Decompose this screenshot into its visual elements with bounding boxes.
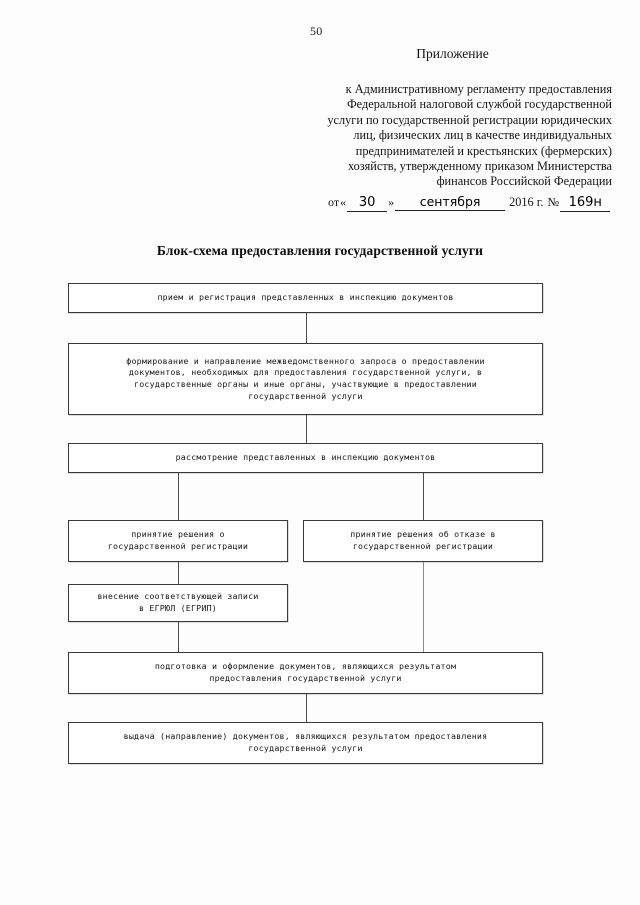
appendix-label: Приложение: [416, 46, 489, 61]
flow-node-line: принятие решения об отказе в: [350, 529, 496, 540]
flow-node-decision-approve: принятие решения о государственной регис…: [68, 520, 288, 562]
appendix-line: к Административному регламенту предостав…: [345, 82, 612, 96]
flow-node-line: государственной услуги: [248, 390, 363, 401]
order-number-field: 169н: [560, 195, 611, 212]
flow-node-registry-entry: внесение соответствующей записи в ЕГРЮЛ …: [68, 584, 288, 622]
flow-node-line: прием и регистрация представленных в инс…: [157, 292, 454, 303]
flow-node-line: государственной регистрации: [107, 541, 249, 551]
date-from-label: от: [328, 195, 340, 209]
flow-node-line: подготовка и оформление документов, явля…: [154, 661, 457, 672]
flow-node-line: формирование и направление межведомствен…: [126, 355, 485, 366]
flow-node-issue-documents: выдача (направление) документов, являющи…: [68, 722, 543, 764]
appendix-line: финансов Российской Федерации: [436, 174, 612, 189]
flow-node-intake: прием и регистрация представленных в инс…: [68, 283, 543, 313]
connector-n4-n6: [178, 562, 179, 584]
appendix-line: услуги по государственной регистрации юр…: [327, 112, 612, 127]
date-month-field: сентября: [395, 194, 506, 211]
connector-n5-n7: [423, 562, 424, 652]
chart-title: Блок-схема предоставления государственно…: [156, 243, 484, 258]
flow-node-line: внесение соответствующей записи: [97, 591, 259, 602]
flow-node-decision-refuse: принятие решения об отказе в государстве…: [303, 520, 543, 562]
flow-node-line: государственной регистрации: [352, 541, 494, 551]
close-quote: »: [388, 195, 395, 209]
date-year: 2016 г.: [509, 195, 544, 209]
connector-n7-n8: [306, 694, 307, 722]
order-date-line: от « 30 » сентября 2016 г. № 169н: [328, 194, 611, 212]
flow-node-line: в ЕГРЮЛ (ЕГРИП): [139, 603, 217, 613]
appendix-line: хозяйств, утвержденному приказом Министе…: [347, 159, 612, 174]
number-sign: №: [547, 195, 560, 209]
flow-node-line: выдача (направление) документов, являющи…: [123, 731, 488, 742]
flow-node-interagency-request: формирование и направление межведомствен…: [68, 343, 543, 415]
flow-node-prepare-documents: подготовка и оформление документов, явля…: [68, 652, 543, 694]
flow-node-review: рассмотрение представленных в инспекцию …: [68, 443, 543, 473]
flow-node-line: предоставления государственной услуги: [209, 673, 402, 683]
appendix-line: предпринимателей и крестьянских (фермерс…: [355, 143, 612, 158]
connector-n3-n4: [178, 473, 179, 520]
appendix-line: лиц, физических лиц в качестве индивидуа…: [353, 128, 612, 143]
flow-node-line: государственные органы и иные органы, уч…: [134, 379, 477, 389]
connector-n3-n5: [423, 473, 424, 520]
flow-node-line: документов, необходимых для предоставлен…: [128, 367, 483, 378]
flow-node-line: принятие решения о: [131, 529, 225, 540]
flow-node-line: рассмотрение представленных в инспекцию …: [175, 452, 436, 463]
appendix-reference-text: к Административному регламенту предостав…: [322, 82, 612, 190]
open-quote: «: [340, 195, 347, 209]
connector-n2-n3: [306, 415, 307, 443]
date-day-field: 30: [347, 195, 388, 212]
appendix-line: Федеральной налоговой службой государств…: [346, 97, 612, 112]
page-number: 50: [310, 24, 323, 38]
flow-node-line: государственной услуги: [248, 743, 363, 753]
connector-n1-n2: [306, 313, 307, 343]
connector-n6-n7: [178, 622, 179, 652]
